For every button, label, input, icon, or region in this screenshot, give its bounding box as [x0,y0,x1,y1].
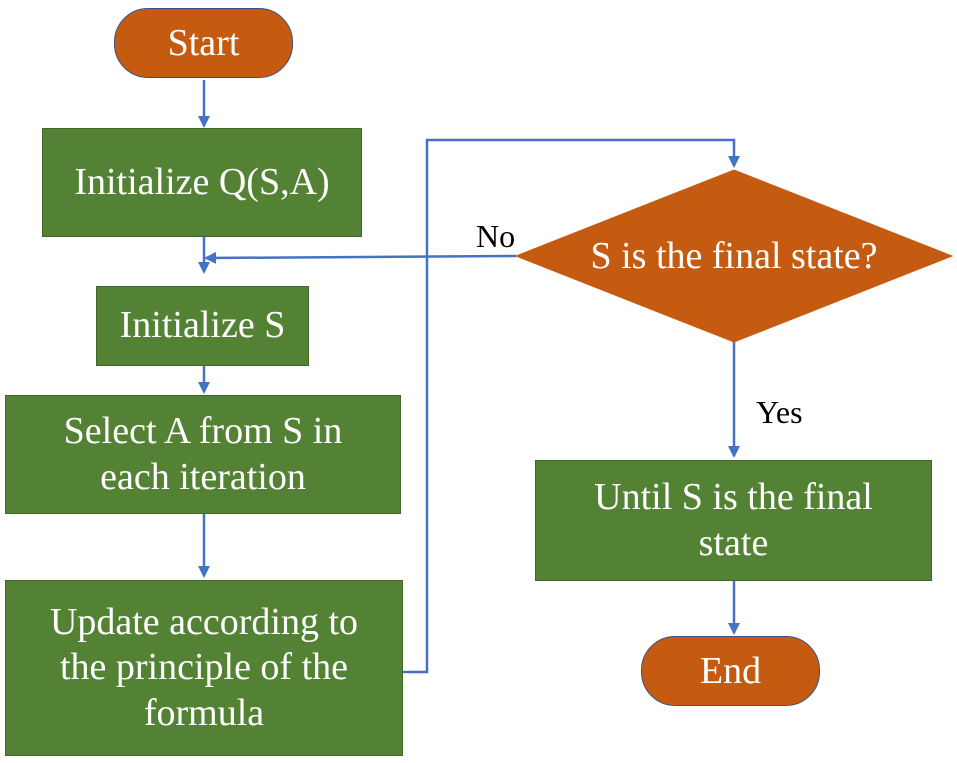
start-label: Start [167,22,240,64]
decision-label: S is the final state? [590,235,878,277]
until-final-box: Until S is the final state [535,460,932,581]
initialize-q-box: Initialize Q(S,A) [42,128,362,237]
initialize-s-box: Initialize S [96,286,309,366]
end-terminal: End [641,636,820,706]
edge-label-no: No [476,218,516,254]
select-action-box: Select A from S in each iteration [5,395,401,514]
edge-label-yes: Yes [756,394,803,430]
update-box: Update according to the principle of the… [5,580,403,756]
arrow-no-to-init-s [204,251,517,264]
update-label: Update according to the principle of the… [49,600,359,734]
end-label: End [699,650,762,692]
initialize-s-label: Initialize S [119,304,286,347]
until-final-label: Until S is the final state [594,475,873,564]
start-terminal: Start [114,8,293,78]
initialize-q-label: Initialize Q(S,A) [74,160,330,203]
select-action-label: Select A from S in each iteration [63,409,343,498]
decision-text: S is the final state? [516,220,952,292]
arrow-update-to-decision [403,138,740,674]
